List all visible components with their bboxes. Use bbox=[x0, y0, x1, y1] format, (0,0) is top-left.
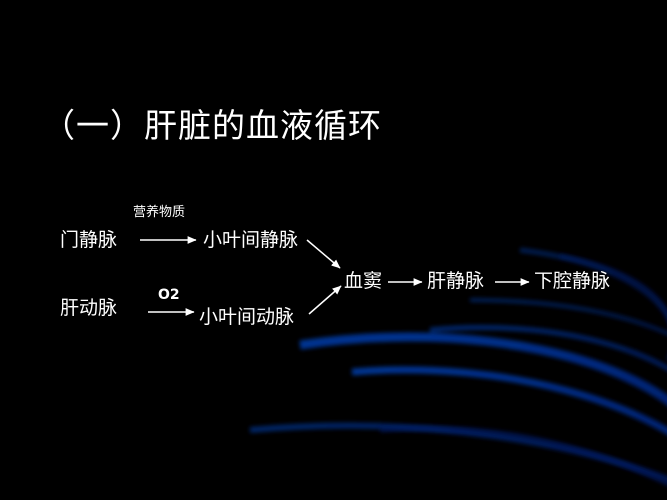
node-inferior-vena-cava: 下腔静脉 bbox=[534, 270, 611, 292]
node-sinusoid: 血窦 bbox=[344, 270, 383, 292]
node-interlobular-artery: 小叶间动脉 bbox=[199, 306, 295, 328]
node-hepatic-vein: 肝静脉 bbox=[427, 270, 485, 292]
arrow-interlobular-artery-to-sinusoid bbox=[308, 285, 342, 315]
slide-title: （一）肝脏的血液循环 bbox=[42, 106, 382, 145]
arrow-interlobular-vein-to-sinusoid bbox=[306, 239, 341, 269]
node-interlobular-vein: 小叶间静脉 bbox=[203, 229, 299, 251]
edge-label-nutrients: 营养物质 bbox=[133, 205, 186, 220]
node-hepatic-artery: 肝动脉 bbox=[60, 297, 118, 319]
node-portal-vein: 门静脉 bbox=[60, 229, 118, 251]
edge-label-oxygen: O2 bbox=[158, 287, 180, 303]
